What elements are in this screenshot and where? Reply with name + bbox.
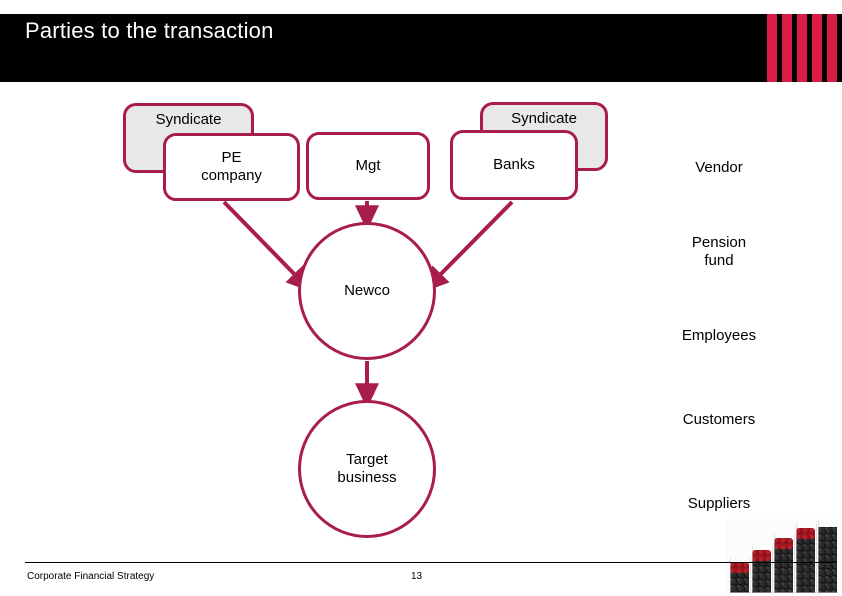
title-stripe-decoration bbox=[767, 14, 842, 82]
node-newco-label: Newco bbox=[344, 281, 390, 299]
title-bar bbox=[0, 14, 842, 82]
node-vendor-label: Vendor bbox=[695, 158, 743, 176]
stack-glass bbox=[796, 524, 817, 593]
stack-body bbox=[730, 571, 749, 593]
node-customers[interactable]: Customers bbox=[657, 386, 781, 454]
stack-cap bbox=[752, 550, 771, 561]
node-banks[interactable]: Banks bbox=[450, 130, 578, 200]
title-stripe bbox=[812, 14, 822, 82]
title-stripe bbox=[797, 14, 807, 82]
stack-body bbox=[796, 537, 815, 593]
node-mgt[interactable]: Mgt bbox=[306, 132, 430, 200]
stack-glass bbox=[818, 520, 838, 593]
stack-body bbox=[752, 559, 771, 593]
connector-pe-company-to-newco bbox=[222, 200, 312, 293]
node-pe-company-label-line1: PE bbox=[221, 148, 242, 166]
stack-glass bbox=[730, 558, 751, 593]
connector-banks-to-newco bbox=[423, 200, 514, 293]
stack-cap bbox=[730, 562, 749, 573]
node-target-business-label-line1: Target bbox=[346, 450, 388, 468]
node-syndicate-right-label: Syndicate bbox=[511, 110, 577, 127]
node-pe-company[interactable]: PE company bbox=[163, 133, 300, 201]
node-suppliers-label: Suppliers bbox=[687, 494, 751, 512]
node-syndicate-left-label: Syndicate bbox=[155, 111, 222, 128]
title-stripe bbox=[767, 14, 777, 82]
footer-page-number: 13 bbox=[411, 571, 423, 582]
node-banks-label: Banks bbox=[493, 155, 535, 173]
node-employees-label: Employees bbox=[681, 326, 757, 344]
node-pension-fund[interactable]: Pension fund bbox=[657, 218, 781, 286]
stack-cap bbox=[796, 528, 815, 539]
node-target-business[interactable]: Target business bbox=[298, 400, 436, 538]
page-title: Parties to the transaction bbox=[25, 18, 274, 43]
footer-divider bbox=[25, 562, 835, 563]
footer-course-label: Corporate Financial Strategy bbox=[27, 571, 155, 582]
stack-cap bbox=[774, 538, 793, 549]
title-stripe bbox=[782, 14, 792, 82]
stack-body bbox=[818, 527, 837, 593]
node-employees[interactable]: Employees bbox=[657, 302, 781, 370]
node-customers-label: Customers bbox=[682, 410, 756, 428]
title-stripe bbox=[827, 14, 837, 82]
node-pe-company-label-line2: company bbox=[201, 167, 262, 184]
rising-stacks-decoration-image bbox=[726, 519, 838, 593]
node-pension-fund-label-line1: Pension bbox=[691, 233, 747, 251]
stack-glass bbox=[774, 534, 795, 593]
node-target-business-label-line2: business bbox=[337, 469, 397, 486]
node-pension-fund-label-line2: fund bbox=[704, 252, 734, 269]
node-newco[interactable]: Newco bbox=[298, 222, 436, 360]
stack-glass bbox=[752, 546, 773, 593]
node-mgt-label: Mgt bbox=[355, 156, 381, 174]
node-vendor[interactable]: Vendor bbox=[657, 134, 781, 202]
stack-body bbox=[774, 547, 793, 593]
